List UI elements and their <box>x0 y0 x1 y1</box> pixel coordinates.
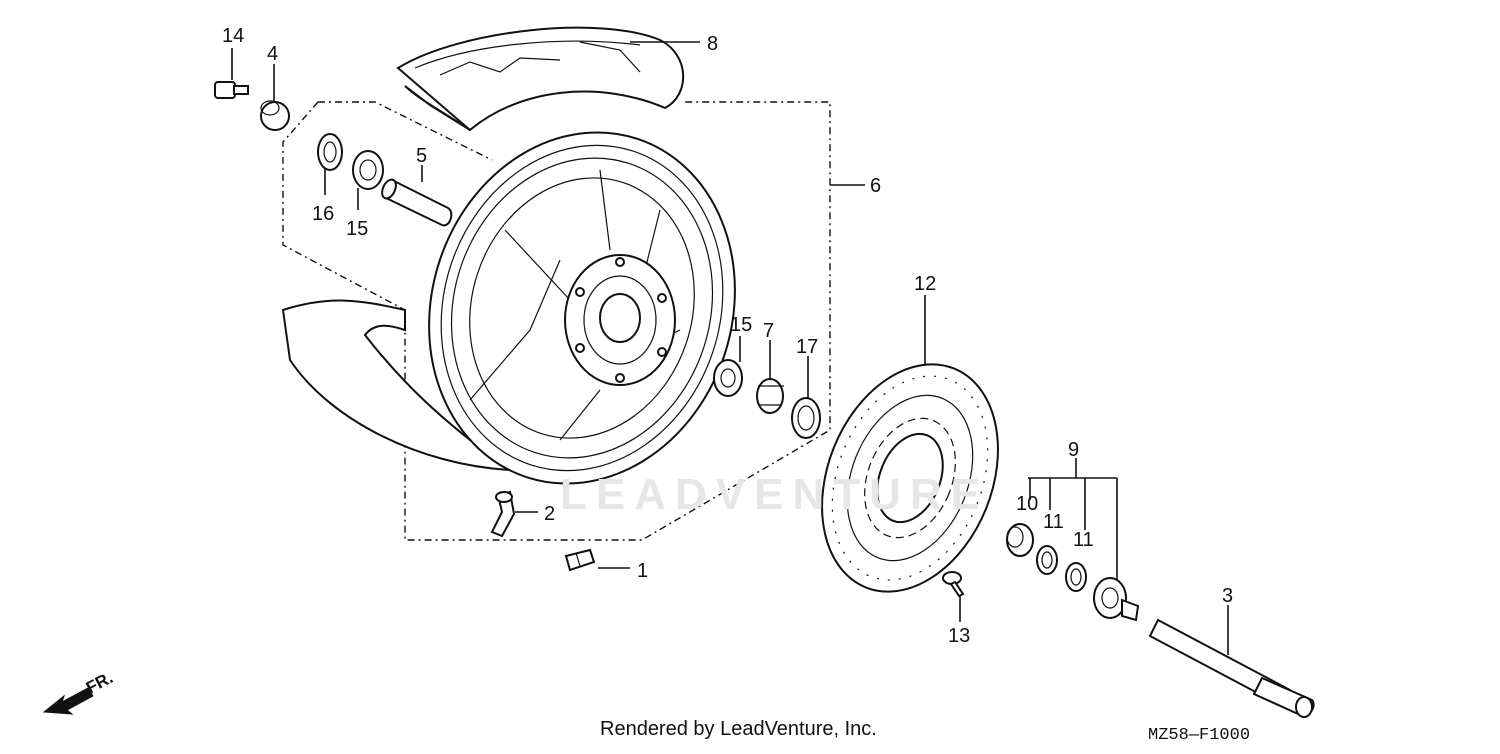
arrow-front-icon: FR. <box>42 668 116 715</box>
speedometer-gear-box <box>1093 577 1140 622</box>
callout-4: 4 <box>267 43 278 65</box>
callout-12: 12 <box>914 273 936 295</box>
callout-17: 17 <box>796 336 818 358</box>
oil-seal-washer-a <box>1036 545 1058 575</box>
brake-disc <box>821 363 999 593</box>
callout-3: 3 <box>1222 585 1233 607</box>
callout-14: 14 <box>222 25 244 47</box>
callout-1: 1 <box>637 560 648 582</box>
callout-labels: 14 4 8 5 16 15 6 12 15 7 17 9 10 11 11 2… <box>222 25 1233 647</box>
tire-valve <box>490 490 516 538</box>
callout-5: 5 <box>416 145 427 167</box>
bearing-retainer <box>756 378 784 414</box>
callout-16: 16 <box>312 203 334 225</box>
dust-seal-right <box>791 397 821 439</box>
wheel-rim <box>428 131 736 485</box>
callout-15-left: 15 <box>346 218 368 240</box>
bolt <box>214 81 249 99</box>
dust-seal <box>317 133 343 171</box>
credit-text: Rendered by LeadVenture, Inc. <box>600 718 877 740</box>
diagram-code: MZ58—F1000 <box>1148 726 1251 745</box>
speedometer-gear-retainer <box>1006 523 1034 557</box>
disc-bolt <box>942 571 965 598</box>
front-axle <box>1148 618 1315 718</box>
callout-6: 6 <box>870 175 881 197</box>
callout-8: 8 <box>707 33 718 55</box>
side-collar <box>260 100 290 131</box>
callout-11-b: 11 <box>1073 529 1094 551</box>
radial-ball-bearing-right <box>713 359 743 397</box>
callout-11-a: 11 <box>1043 511 1064 533</box>
callout-10: 10 <box>1016 493 1038 515</box>
distance-collar <box>381 178 453 227</box>
callout-9: 9 <box>1068 439 1079 461</box>
callout-2: 2 <box>544 503 555 525</box>
assembly-bracket <box>282 101 831 541</box>
watermark: LEADVENTURE <box>560 470 990 519</box>
callout-13: 13 <box>948 625 970 647</box>
radial-ball-bearing <box>352 150 384 190</box>
tire <box>281 26 685 472</box>
oil-seal-washer-b <box>1065 562 1087 592</box>
callout-15-right: 15 <box>730 314 752 336</box>
leader-lines <box>231 41 1229 655</box>
callout-7: 7 <box>763 320 774 342</box>
balance-weight <box>564 548 596 572</box>
